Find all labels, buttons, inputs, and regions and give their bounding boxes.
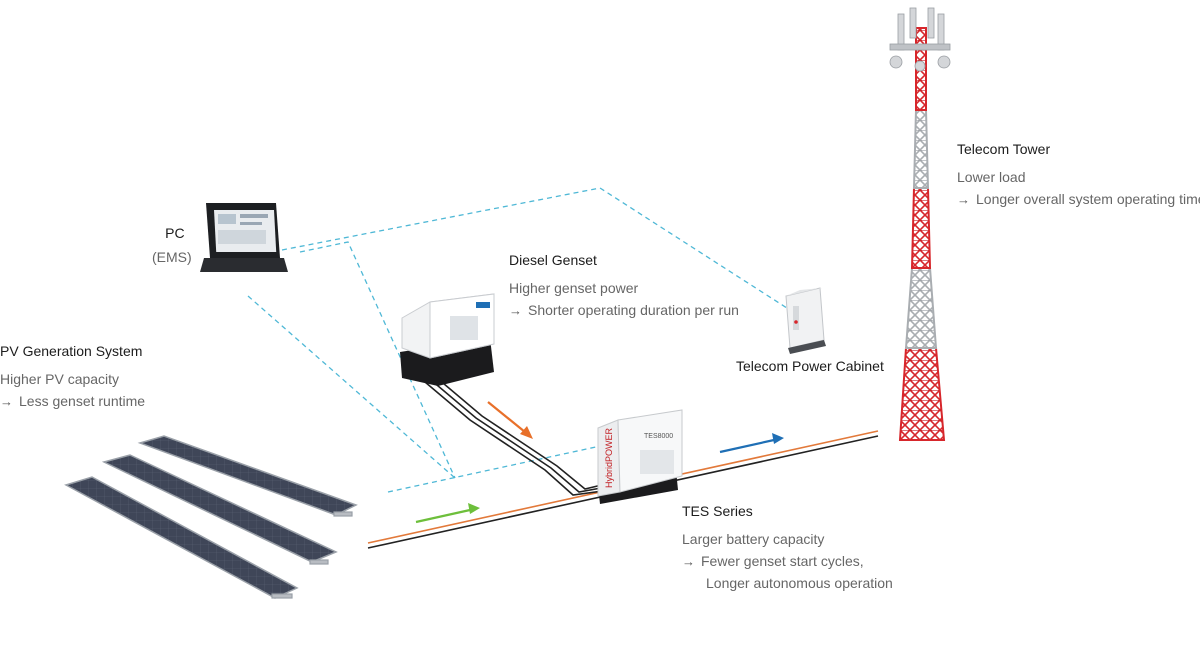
tower-line1: Lower load xyxy=(957,169,1026,185)
tes-line1: Larger battery capacity xyxy=(682,531,825,547)
pv-line1: Higher PV capacity xyxy=(0,371,120,387)
cabinet-title: Telecom Power Cabinet xyxy=(736,358,884,374)
communication-lines xyxy=(247,187,791,493)
arrow-right-icon: → xyxy=(0,393,13,409)
genset-line1: Higher genset power xyxy=(509,280,639,296)
orange-flow-arrow xyxy=(487,401,533,439)
power-cabinet-icon xyxy=(785,287,826,354)
arrow-right-icon: → xyxy=(957,191,970,207)
arrow-right-icon: → xyxy=(509,302,522,318)
pc-label-group: PC (EMS) xyxy=(152,225,192,264)
telecom-tower-icon xyxy=(889,7,951,441)
tower-title: Telecom Tower xyxy=(957,141,1051,157)
genset-line2-row: → Shorter operating duration per run xyxy=(509,303,739,317)
tes-line2-row: → Fewer genset start cycles, xyxy=(682,554,893,568)
tes-line3: Longer autonomous operation xyxy=(706,575,893,591)
pv-line2: Less genset runtime xyxy=(19,393,146,409)
tes-line2: Fewer genset start cycles, xyxy=(701,553,864,569)
genset-line2: Shorter operating duration per run xyxy=(528,302,739,318)
genset-title: Diesel Genset xyxy=(509,252,597,268)
flow-arrows xyxy=(415,401,784,524)
laptop-icon xyxy=(200,203,288,272)
tower-line2-row: → Longer overall system operating time xyxy=(957,192,1200,206)
tes-brand-text: HybridPOWER xyxy=(604,427,614,488)
tower-label-group: Telecom Tower Lower load → Longer overal… xyxy=(957,142,1200,206)
cabinet-label-group: Telecom Power Cabinet xyxy=(736,359,884,373)
tes-model-text: TES8000 xyxy=(644,433,673,440)
pc-title: PC xyxy=(165,225,185,241)
diesel-genset-icon xyxy=(400,293,495,386)
pv-title: PV Generation System xyxy=(0,343,143,359)
pv-label-group: PV Generation System Higher PV capacity … xyxy=(0,344,145,408)
arrow-right-icon: → xyxy=(682,553,695,569)
blue-flow-arrow xyxy=(719,433,784,454)
solar-panels-icon xyxy=(64,435,358,599)
green-flow-arrow xyxy=(415,503,480,524)
genset-label-group: Diesel Genset Higher genset power → Shor… xyxy=(509,253,739,317)
tes-label-group: TES Series Larger battery capacity → Few… xyxy=(682,504,893,590)
tower-line2: Longer overall system operating time xyxy=(976,191,1200,207)
battery-unit-icon: HybridPOWER TES8000 xyxy=(597,409,683,504)
pv-line2-row: → Less genset runtime xyxy=(0,394,145,408)
pc-subtitle: (EMS) xyxy=(152,249,192,265)
tes-title: TES Series xyxy=(682,503,753,519)
